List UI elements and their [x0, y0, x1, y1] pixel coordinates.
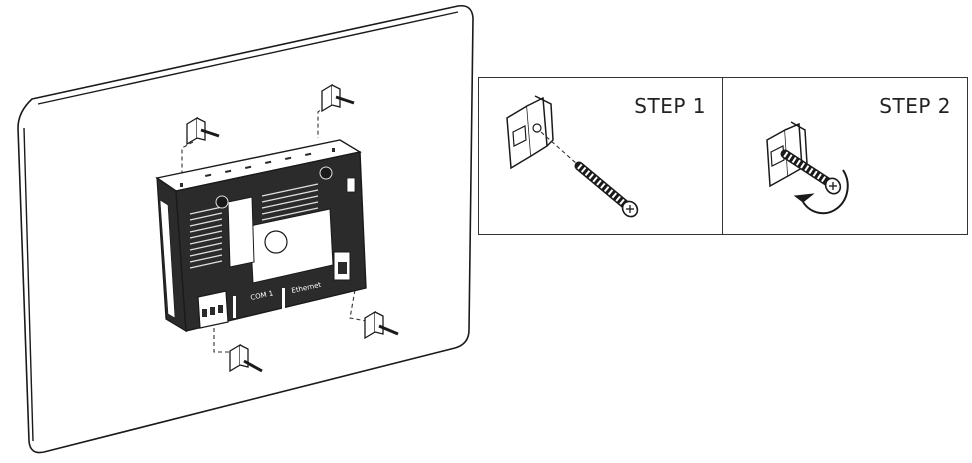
mounting-clip-icon: [186, 116, 220, 146]
mounting-clip-icon: [364, 310, 399, 340]
screw-icon: [780, 149, 842, 195]
rotate-arrow-icon: [793, 169, 849, 215]
mounting-clip-icon: [229, 343, 263, 373]
hmi-device: COM 1 Ethernet: [155, 139, 367, 333]
step-1-label: STEP 1: [634, 94, 706, 118]
step-2-label: STEP 2: [879, 94, 951, 118]
step-1-panel: STEP 1: [478, 77, 723, 235]
step-2-panel: STEP 2: [722, 77, 968, 235]
screw-icon: [574, 161, 639, 218]
mounting-clip-icon: [766, 121, 808, 188]
mounting-clip-icon: [506, 95, 554, 170]
mounting-clip-icon: [321, 83, 355, 113]
